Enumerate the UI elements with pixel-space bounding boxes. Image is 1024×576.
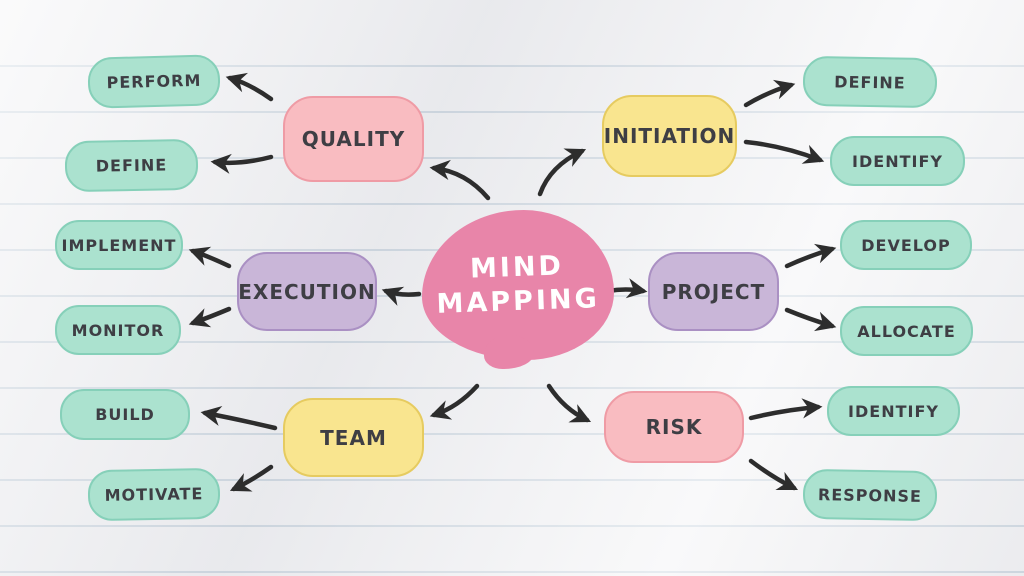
arrow-center-to-risk bbox=[546, 383, 592, 423]
arrow-execution-to-monitor bbox=[188, 306, 232, 328]
arrow-center-to-quality bbox=[429, 159, 491, 201]
branch-label-initiation: INITIATION bbox=[603, 124, 736, 148]
arrow-team-to-build bbox=[200, 405, 278, 431]
leaf-node-response: RESPONSE bbox=[802, 468, 938, 522]
leaf-node-identify-initiation: IDENTIFY bbox=[830, 136, 965, 186]
arrow-center-to-team bbox=[429, 383, 480, 420]
leaf-node-define-initiation: DEFINE bbox=[802, 55, 938, 109]
leaf-node-perform: PERFORM bbox=[87, 54, 221, 109]
center-node-mind-mapping: MIND MAPPING bbox=[422, 210, 614, 369]
leaf-label-perform: PERFORM bbox=[106, 70, 202, 93]
leaf-node-allocate: ALLOCATE bbox=[840, 306, 973, 356]
arrow-quality-to-perform bbox=[225, 72, 274, 102]
center-node-label: MIND MAPPING bbox=[435, 248, 601, 321]
leaf-node-monitor: MONITOR bbox=[55, 305, 181, 355]
arrow-project-to-develop bbox=[784, 243, 837, 269]
leaf-label-identify-initiation: IDENTIFY bbox=[852, 151, 943, 171]
leaf-label-develop: DEVELOP bbox=[861, 235, 951, 255]
arrow-team-to-motivate bbox=[229, 464, 274, 492]
arrow-center-to-initiation bbox=[537, 148, 587, 197]
leaf-label-response: RESPONSE bbox=[817, 484, 923, 506]
branch-label-quality: QUALITY bbox=[301, 127, 406, 151]
leaf-node-define-quality: DEFINE bbox=[64, 138, 199, 193]
arrow-center-to-execution bbox=[381, 286, 422, 306]
leaf-label-build: BUILD bbox=[95, 405, 155, 424]
leaf-label-motivate: MOTIVATE bbox=[104, 484, 204, 505]
branch-node-initiation: INITIATION bbox=[602, 95, 737, 177]
arrow-execution-to-implement bbox=[188, 246, 232, 269]
arrow-project-to-allocate bbox=[784, 307, 837, 332]
leaf-label-monitor: MONITOR bbox=[71, 320, 165, 340]
center-label-line2: MAPPING bbox=[436, 283, 601, 320]
arrow-initiation-to-identify bbox=[743, 139, 825, 164]
leaf-node-implement: IMPLEMENT bbox=[55, 220, 183, 270]
arrow-quality-to-define bbox=[210, 153, 274, 174]
branch-node-project: PROJECT bbox=[648, 252, 779, 331]
branch-label-project: PROJECT bbox=[661, 279, 766, 304]
leaf-label-define-quality: DEFINE bbox=[95, 155, 168, 176]
leaf-node-motivate: MOTIVATE bbox=[87, 467, 221, 522]
leaf-node-develop: DEVELOP bbox=[840, 220, 972, 270]
branch-node-team: TEAM bbox=[283, 398, 424, 477]
branch-node-quality: QUALITY bbox=[283, 96, 424, 182]
branch-label-execution: EXECUTION bbox=[238, 279, 376, 304]
leaf-label-implement: IMPLEMENT bbox=[61, 235, 177, 255]
leaf-label-define-initiation: DEFINE bbox=[834, 71, 906, 93]
center-label-line1: MIND bbox=[469, 250, 565, 285]
arrow-initiation-to-define bbox=[743, 79, 796, 108]
leaf-label-allocate: ALLOCATE bbox=[857, 321, 956, 341]
leaf-node-build: BUILD bbox=[60, 389, 190, 440]
branch-node-risk: RISK bbox=[604, 391, 744, 463]
leaf-label-identify-risk: IDENTIFY bbox=[848, 401, 939, 421]
leaf-node-identify-risk: IDENTIFY bbox=[827, 386, 960, 436]
branch-label-team: TEAM bbox=[320, 425, 387, 450]
branch-label-risk: RISK bbox=[645, 415, 703, 439]
arrow-risk-to-identify bbox=[748, 398, 823, 421]
branch-node-execution: EXECUTION bbox=[237, 252, 377, 331]
arrow-risk-to-response bbox=[748, 458, 799, 491]
